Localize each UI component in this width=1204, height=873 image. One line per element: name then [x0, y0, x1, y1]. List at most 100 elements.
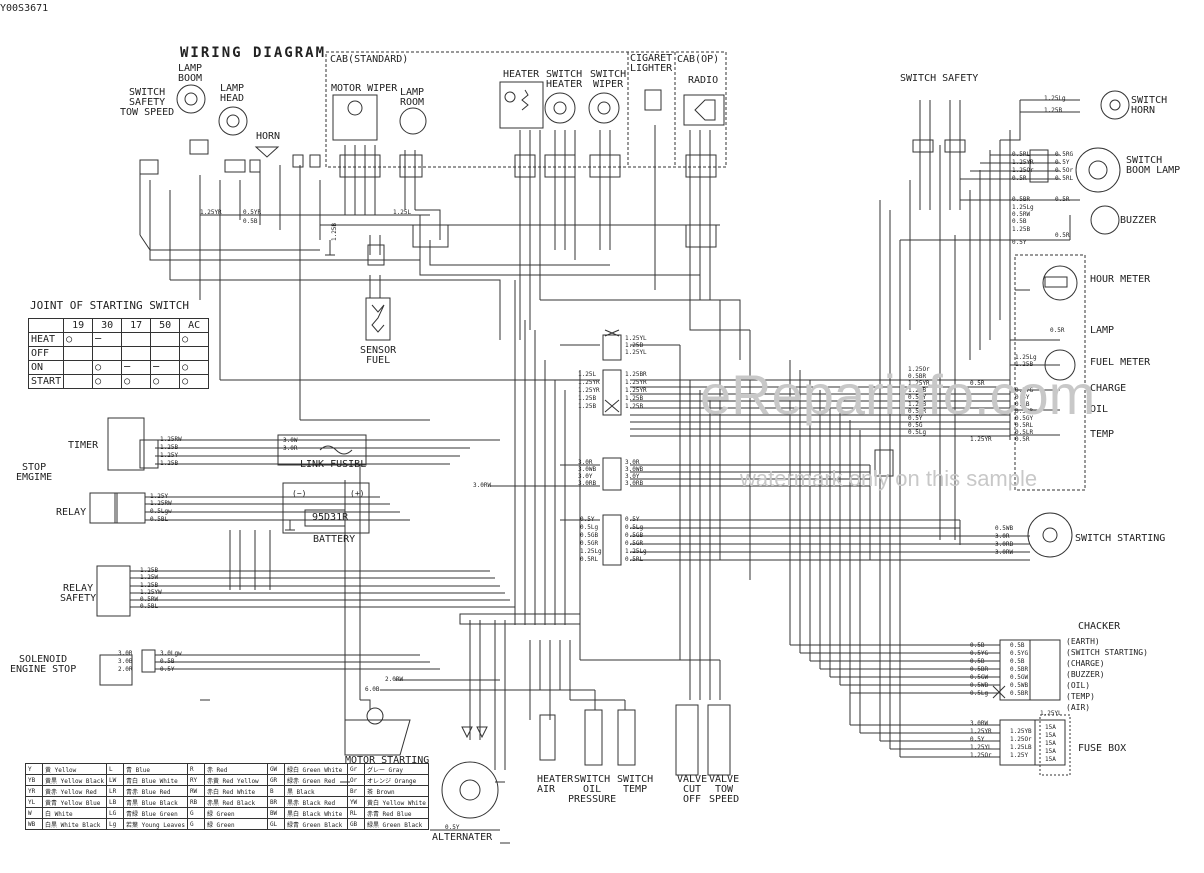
legend-cell: 緑白 Green White	[283, 763, 348, 775]
wire-label: 3.0Lgw	[160, 650, 182, 657]
wire-label: 3.0RB	[625, 480, 644, 487]
wire-label: 0.5Lgw	[150, 508, 172, 515]
legend-cell: 黄白 Yellow White	[363, 796, 429, 808]
joint-row-label: ON	[27, 360, 65, 375]
wire-label: 0.5Or	[1055, 167, 1074, 174]
legend-cell: 黒白 Black White	[283, 807, 348, 819]
wire-label: 1.25YW	[140, 589, 162, 596]
wire-label: 1.25YB	[1010, 728, 1032, 735]
wire-label: 3.0RW	[473, 482, 492, 489]
diagram-title: WIRING DIAGRAM	[180, 45, 327, 61]
wire-label: 0.5GR	[625, 540, 644, 547]
link-fusible-label: LINK FUSIBL	[300, 459, 367, 470]
heater-air-label: HEATER AIR	[537, 774, 574, 795]
wire-label: 0.5RL	[625, 556, 644, 563]
legend-cell: GL	[266, 818, 285, 830]
joint-col: 17	[121, 318, 152, 333]
wire-label: 1.25Or	[1012, 167, 1034, 174]
fuse-label: 15A	[1045, 748, 1056, 755]
legend-cell: 黄 Yellow	[42, 763, 107, 775]
relay-safety-label: RELAY SAFETY	[60, 583, 97, 604]
horn-label: HORN	[256, 131, 281, 142]
wire-label: 0.5R	[1055, 196, 1070, 203]
legend-cell: 青 Blue	[122, 763, 188, 775]
wire-label: 0.5GY	[1015, 415, 1034, 422]
wire-label: 0.5Y	[580, 516, 595, 523]
lamp-room-label: LAMP ROOM	[400, 87, 425, 108]
wire-label: 0.5G	[908, 422, 923, 429]
wire-label: 1.25YR	[200, 209, 222, 216]
legend-cell: LB	[105, 796, 124, 808]
legend-cell: BW	[266, 807, 285, 819]
wire-label: 1.25YR	[970, 728, 992, 735]
wire-label: 3.0WB	[625, 466, 644, 473]
wire-label: 0.5Lg	[908, 429, 927, 436]
radio-label: RADIO	[688, 75, 719, 86]
wire-label: 1.25YR	[578, 387, 600, 394]
wire-label: 0.5Lg	[970, 690, 989, 697]
heater-label: HEATER	[503, 69, 540, 80]
wire-label: 0.5WB	[995, 525, 1014, 532]
wire-label: 1.25YR	[908, 380, 930, 387]
wire-label: 0.5BL	[150, 516, 169, 523]
chacker-title: CHACKER	[1078, 621, 1121, 632]
chacker-item: (AIR)	[1066, 703, 1091, 712]
wire-label: 1.25Or	[970, 752, 992, 759]
wire-label: 1.25Lg	[1012, 204, 1034, 211]
wire-label: 0.5YG	[970, 650, 989, 657]
joint-col: 30	[92, 318, 123, 333]
wire-label: 0.5GB	[580, 532, 599, 539]
wire-label: 0.5YR	[243, 209, 262, 216]
legend-cell: Or	[346, 774, 365, 786]
legend-cell: RL	[346, 807, 365, 819]
watermark-main: eReparinfo.com	[700, 363, 1096, 426]
wire-label: 0.5GR	[580, 540, 599, 547]
wire-label: 0.5YG	[1010, 650, 1029, 657]
wire-label: 1.25B	[908, 387, 927, 394]
joint-row-label: START	[27, 374, 65, 389]
wire-label: 0.5GW	[970, 674, 989, 681]
battery-label: BATTERY	[313, 534, 356, 545]
chacker-item: (TEMP)	[1066, 692, 1095, 701]
legend-cell: 赤白 Red White	[203, 785, 268, 797]
wire-label: 1.25Y	[1010, 752, 1029, 759]
chacker-item: (EARTH)	[1066, 637, 1100, 646]
motor-wiper-label: MOTOR WIPER	[331, 83, 398, 94]
wire-label: 1.25B	[625, 403, 644, 410]
wire-label: 2.0R	[118, 666, 133, 673]
legend-cell: G	[186, 818, 205, 830]
wire-label: 2.0RW	[385, 676, 404, 683]
solenoid-engine-stop-label: SOLENOID ENGINE STOP	[10, 654, 77, 675]
wire-label: 1.25Lg	[625, 548, 647, 555]
legend-cell: 茶 Brown	[363, 785, 429, 797]
wire-label: 1.25YR	[625, 387, 647, 394]
cab-standard-label: CAB(STANDARD)	[330, 54, 409, 65]
switch-safety-label: SWITCH SAFETY	[900, 73, 979, 84]
legend-cell: 緑 Green	[203, 818, 268, 830]
legend-cell: 赤青 Red Blue	[363, 807, 429, 819]
legend-cell: LR	[105, 785, 124, 797]
wire-label: 0.5Lg	[580, 524, 599, 531]
wire-label: 1.25YR	[970, 436, 992, 443]
legend-cell: LW	[105, 774, 124, 786]
wire-label: 3.0RW	[970, 720, 989, 727]
wire-label: 0.5BR	[908, 373, 927, 380]
wire-label: 1.25LB	[1010, 744, 1032, 751]
legend-cell: 黄青 Yellow Blue	[42, 796, 107, 808]
valve-cut-off-label: VALVE CUT OFF	[677, 774, 708, 805]
wire-label: 1.25B	[140, 582, 159, 589]
wire-label: 0.5R	[1012, 175, 1027, 182]
wire-label: 0.5WB	[970, 682, 989, 689]
legend-cell: YL	[25, 796, 43, 808]
wire-label: 1.25Lg	[1015, 354, 1037, 361]
wire-label: 3.0RB	[578, 480, 597, 487]
wire-label: 1.25B	[908, 401, 927, 408]
temp-label: TEMP	[1090, 429, 1115, 440]
wire-label: 0.5GW	[1010, 674, 1029, 681]
relay-label: RELAY	[56, 507, 87, 518]
fuse-label: 15A	[1045, 724, 1056, 731]
wire-label: 0.5BR	[1010, 666, 1029, 673]
wire-label: 6.0B	[365, 686, 380, 693]
wire-label: 0.5B	[1010, 658, 1025, 665]
